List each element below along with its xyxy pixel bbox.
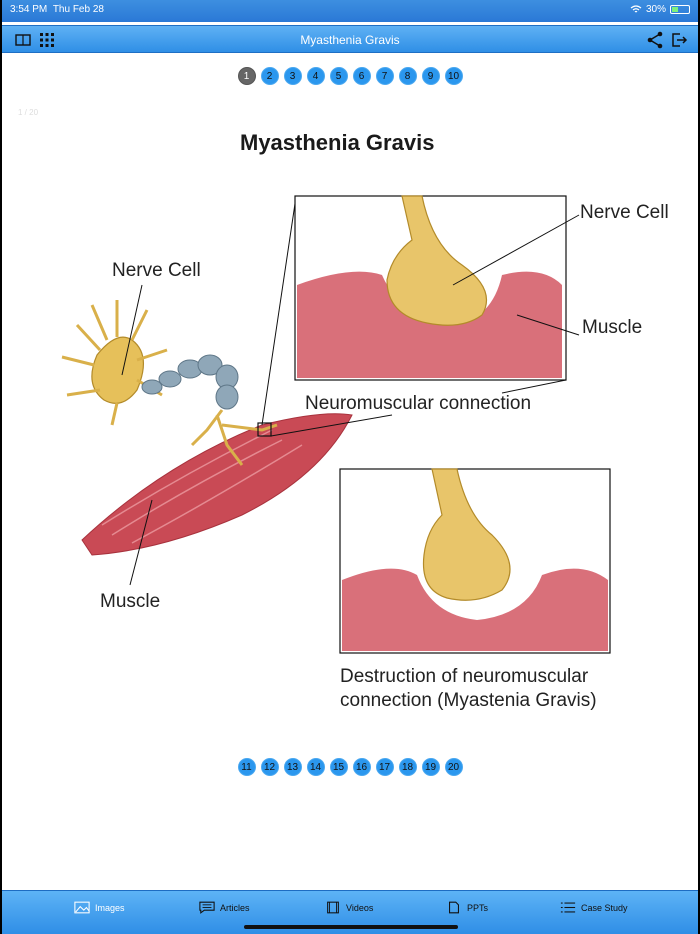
illustration-graphic — [61, 195, 611, 654]
pager-top: 1 2 3 4 5 6 7 8 9 10 — [2, 67, 698, 85]
page-button[interactable]: 15 — [329, 758, 348, 776]
label-nerve-cell-inset: Nerve Cell — [580, 202, 669, 223]
nerve-cell-body — [91, 336, 144, 404]
image-icon — [74, 901, 90, 914]
page-button[interactable]: 3 — [283, 67, 302, 85]
page-button[interactable]: 12 — [260, 758, 279, 776]
page-button[interactable]: 6 — [352, 67, 371, 85]
page-button[interactable]: 4 — [306, 67, 325, 85]
page-button[interactable]: 9 — [421, 67, 440, 85]
tab-videos[interactable]: Videos — [325, 901, 373, 914]
page-button[interactable]: 7 — [375, 67, 394, 85]
page-button[interactable]: 13 — [283, 758, 302, 776]
status-right: 30% — [630, 4, 690, 15]
page-button[interactable]: 5 — [329, 67, 348, 85]
caption: Destruction of neuromuscular connection … — [340, 665, 597, 713]
caption-line-2: connection (Myastenia Gravis) — [340, 690, 597, 711]
grid-icon[interactable] — [38, 31, 56, 49]
label-muscle-inset: Muscle — [582, 317, 643, 338]
page-button[interactable]: 10 — [444, 67, 463, 85]
caption-line-1: Destruction of neuromuscular — [340, 666, 589, 687]
list-icon — [560, 902, 576, 913]
home-indicator — [244, 925, 458, 929]
articles-icon — [199, 901, 215, 914]
tab-label: PPTs — [467, 902, 489, 913]
page-button[interactable]: 18 — [398, 758, 417, 776]
nav-bar: Myasthenia Gravis — [2, 25, 698, 53]
label-muscle-left: Muscle — [100, 591, 161, 612]
page-button[interactable]: 19 — [421, 758, 440, 776]
status-time: 3:54 PM Thu Feb 28 — [10, 4, 104, 15]
status-bar: 3:54 PM Thu Feb 28 30% — [2, 0, 698, 22]
muscle-shape — [81, 413, 353, 556]
pager-bottom: 11 12 13 14 15 16 17 18 19 20 — [2, 758, 698, 776]
video-icon — [327, 901, 339, 914]
wifi-icon — [630, 5, 642, 13]
exit-icon[interactable] — [670, 31, 688, 49]
page-button[interactable]: 1 — [237, 67, 256, 85]
tab-ppts[interactable]: PPTs — [446, 901, 488, 914]
figure-title: Myasthenia Gravis — [240, 130, 435, 155]
book-icon[interactable] — [14, 31, 32, 49]
label-nerve-cell-left: Nerve Cell — [112, 260, 201, 281]
page-button[interactable]: 8 — [398, 67, 417, 85]
battery-icon — [670, 5, 690, 14]
page-button[interactable]: 17 — [375, 758, 394, 776]
tab-label: Articles — [220, 902, 250, 913]
page-button[interactable]: 11 — [237, 758, 256, 776]
label-neuromuscular-connection: Neuromuscular connection — [305, 393, 532, 414]
medical-illustration: Myasthenia Gravis — [22, 125, 698, 745]
ppt-icon — [449, 901, 459, 914]
page-counter: 1 / 20 — [18, 108, 39, 117]
page-button[interactable]: 14 — [306, 758, 325, 776]
page-button[interactable]: 2 — [260, 67, 279, 85]
tab-label: Videos — [346, 902, 374, 913]
tab-label: Case Study — [581, 902, 628, 913]
share-icon[interactable] — [646, 31, 664, 49]
page-button[interactable]: 16 — [352, 758, 371, 776]
tab-case-study[interactable]: Case Study — [560, 901, 628, 914]
nav-title: Myasthenia Gravis — [300, 33, 400, 47]
page-button[interactable]: 20 — [444, 758, 463, 776]
tab-articles[interactable]: Articles — [199, 901, 250, 914]
tab-images[interactable]: Images — [74, 901, 125, 914]
tab-label: Images — [95, 902, 125, 913]
battery-percent: 30% — [645, 4, 666, 15]
